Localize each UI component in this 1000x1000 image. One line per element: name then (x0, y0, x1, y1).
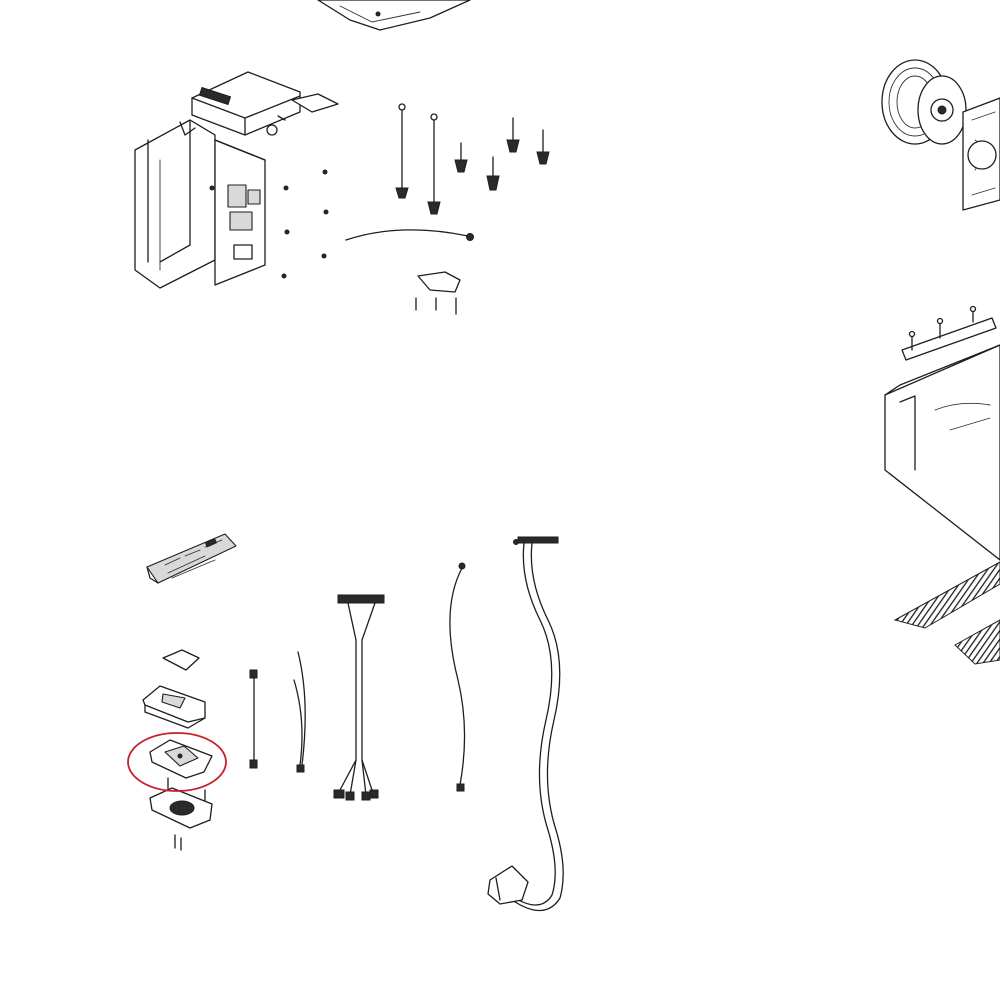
twin-lead (293, 651, 306, 773)
wire-harnesses (249, 562, 466, 801)
display-receiver-parts (142, 649, 213, 851)
mounting-screws (281, 169, 329, 279)
blower-fan-assembly (881, 59, 1000, 211)
control-box-assembly (134, 71, 339, 289)
sensor-lead (449, 562, 466, 792)
power-cord (487, 536, 564, 912)
top-panel-fragment (317, 0, 471, 31)
highlight-circle (127, 732, 227, 792)
drain-pan-assembly (884, 305, 1000, 665)
screws-and-sensors (345, 103, 550, 315)
display-cover (149, 739, 213, 779)
multi-connector-harness (333, 594, 385, 801)
remote-controller (146, 533, 237, 584)
short-harness (249, 669, 258, 769)
